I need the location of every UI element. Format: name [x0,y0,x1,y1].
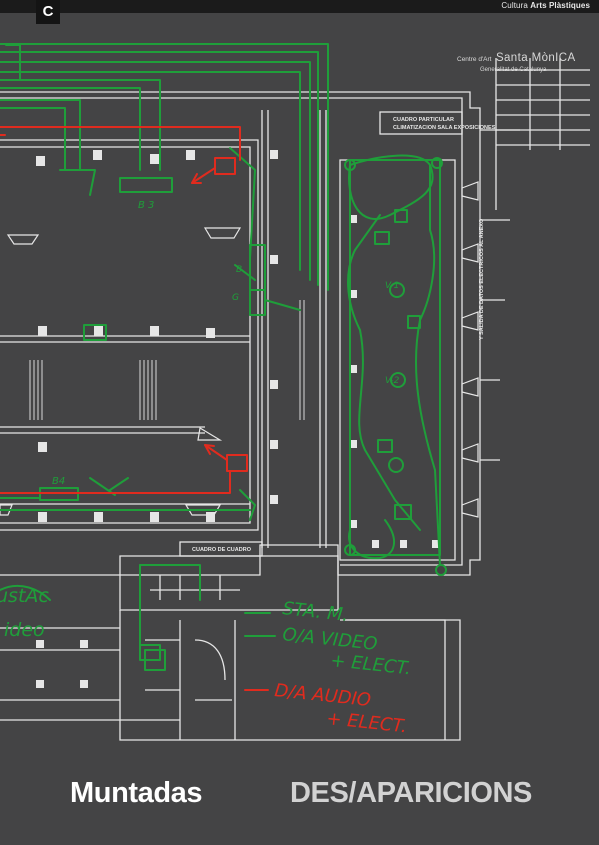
red-wiring-sketch [0,126,269,691]
sketch-label-v2: V-2 [385,376,400,386]
red-handwriting: D/A AUDIO + ELECT. [273,680,407,737]
series-title: Cultura Arts Plàstiques [501,1,590,10]
sketch-label-g: G [232,293,239,303]
panel-bottom-label: CUADRO DE CUADRO [192,547,252,553]
series-bold: Arts Plàstiques [530,1,590,10]
plan-linework [0,58,590,741]
panel-top-label: CUADRO PARTICULAR [393,117,454,123]
series-prefix: Cultura [501,1,528,10]
work-title: DES/APARICIONS [290,777,533,809]
top-bar [0,0,599,13]
legend-line-2: O/A VIDEO [281,624,378,655]
sketch-label-b4: B4 [52,476,65,487]
green-wiring-sketch [0,43,447,671]
sketch-label-left: ustAc [0,585,49,607]
institution-name: Santa MònICA [495,52,576,64]
panel-top-sublabel: CLIMATIZACION SALA EXPOSICIONES [393,125,496,131]
series-logo: C [36,0,60,24]
legend-line-1: STA. M. [281,598,349,626]
vertical-plan-note: Y SALIDA DE DATOS ELECTRICOS AL ANEXO [479,218,485,340]
plan-annotation-blocks [29,200,481,420]
artist-title: Muntadas [70,777,203,809]
plan-text: CUADRO PARTICULAR CLIMATIZACION SALA EXP… [192,117,496,553]
facade-vents [461,181,479,518]
institution-block: Centre d'Art Santa MònICA Generalitat de… [457,48,595,73]
institution-line1: Centre d'Art [457,56,492,63]
sketch-label-b: B [236,265,242,275]
sketch-label-b3: B 3 [138,200,154,211]
institution-name-row: Centre d'Art Santa MònICA [457,48,595,66]
sketch-label-v1: V-1 [385,281,399,291]
legend-line-5: + ELECT. [325,708,407,737]
sketch-label-left2: ideo [4,619,45,641]
plan-column-marks [36,150,439,688]
legend-line-3: + ELECT. [329,650,411,679]
legend-line-4: D/A AUDIO [273,680,371,711]
plan-fixtures [0,227,242,516]
institution-line2: Generalitat de Catalunya [480,67,547,73]
